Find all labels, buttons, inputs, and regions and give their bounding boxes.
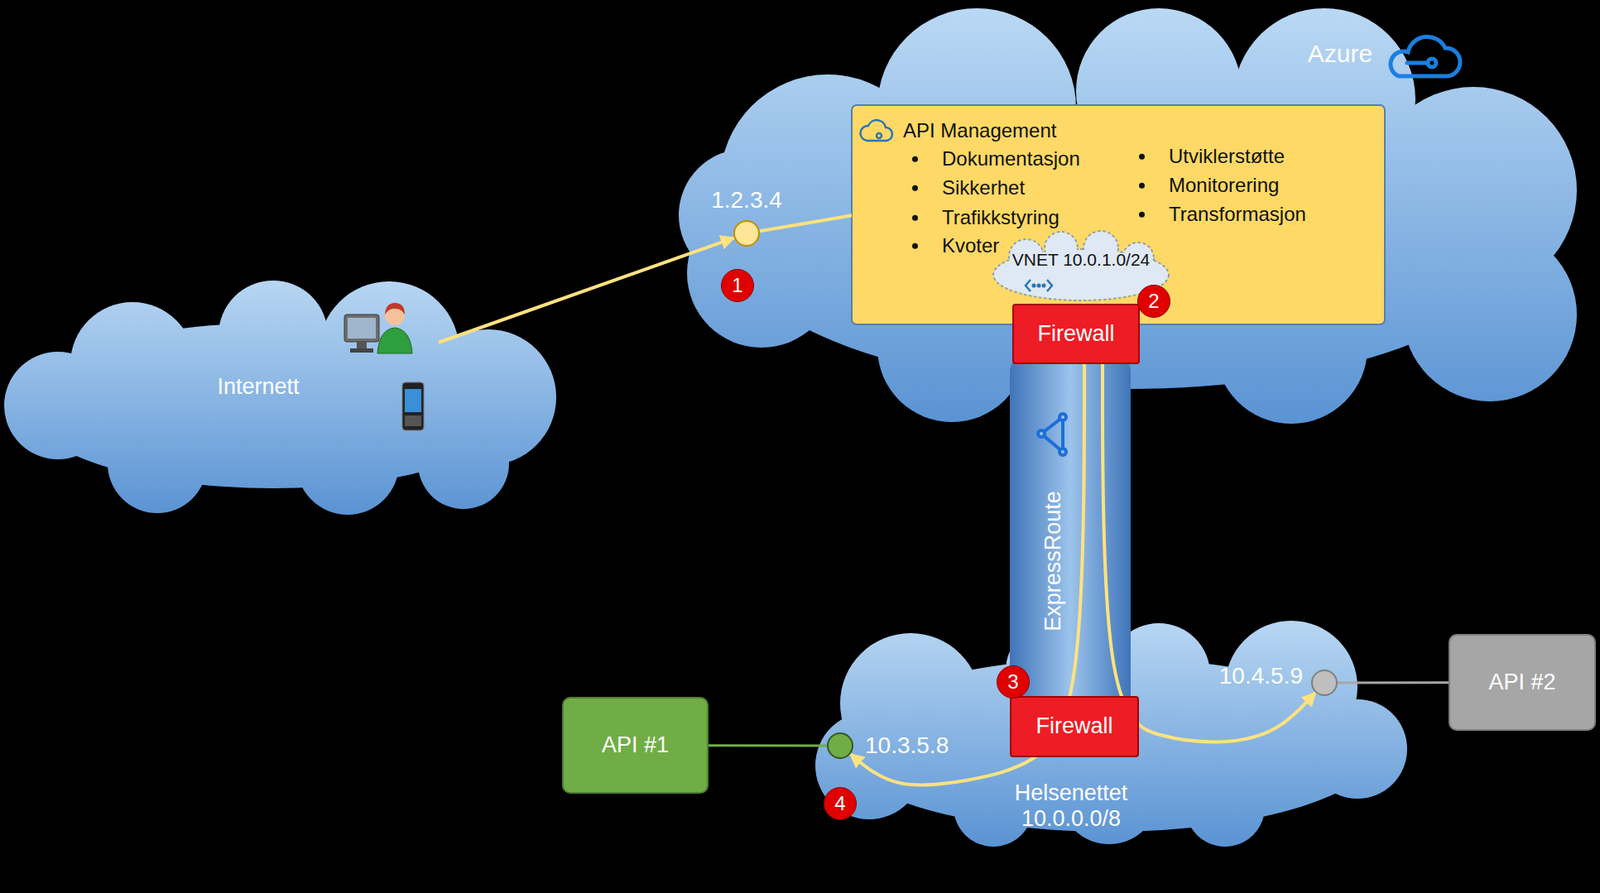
feature-item: Kvoter [941,234,1000,258]
bullet-dot [1138,211,1145,218]
bullet-dot [912,243,918,250]
bullet-dot [912,185,918,192]
phone-body [402,382,424,431]
feature-item: Utviklerstøtte [1168,144,1285,169]
callout-marker: 2 [1137,284,1171,318]
azure-cloud-shape [678,8,1577,424]
node-text: 10.3.5.8 [864,732,949,760]
expressroute-band: ExpressRoute [1009,356,1131,715]
callout-marker: 3 [996,665,1030,699]
connector [759,215,852,231]
icon-stroke [1047,279,1053,292]
icon-node [1037,430,1045,438]
feature-item: Monitorering [1168,173,1279,197]
feature-item: Trafikkstyring [941,206,1060,230]
connector [1337,681,1449,684]
api-management-panel [851,105,1385,325]
monitor [344,314,380,342]
node-text: 10.4.5.9 [1219,663,1303,690]
callout-number: 4 [834,792,846,816]
connector [1102,301,1316,742]
stand-base [350,348,374,353]
endpoint-circle: 10.4.5.9 [1311,669,1338,697]
node-text: Firewall [1035,713,1113,740]
person-hair [384,302,405,315]
cloud-part [1403,227,1577,402]
expressroute-icon [1037,413,1067,456]
person-body [377,327,413,354]
bullet-dot [1138,182,1145,189]
internet-cloud-shape [4,280,557,515]
cloud-part [318,281,460,423]
node-text: API Management [903,119,1057,143]
callout-marker: 4 [823,787,857,821]
icon-stroke [860,120,893,141]
node-text: Helsenettet 10.0.0.0/8 [1000,780,1142,832]
phone-keys [404,415,422,427]
icon-dot [1042,284,1046,288]
stand [356,341,367,350]
icon-stroke [876,133,882,139]
icon-node [1059,448,1067,456]
azure-icon [1390,36,1461,77]
callout-number: 1 [731,273,743,298]
feature-item: Dokumentasjon [941,147,1081,171]
node-text: VNET 10.0.1.0/24 [1012,249,1151,270]
node-text: Azure [1307,39,1373,69]
icon-stroke [1427,58,1437,68]
icon-stroke [1025,279,1031,292]
cloud-part [70,302,195,427]
icon-stroke [1390,36,1461,77]
cloud-part [296,412,399,515]
cloud-part [418,418,510,510]
cloud-part [1185,767,1265,847]
node-text: ExpressRoute [1040,490,1067,632]
phone-screen [404,389,422,413]
api-management-box: API ManagementDokumentasjonSikkerhetTraf… [851,105,1385,325]
callout-number: 2 [1148,289,1159,313]
cloud-part [1307,699,1408,799]
bullet-dot [912,156,918,163]
internet-cloud: Internett [182,297,439,439]
vnet-icon [1025,279,1053,292]
node-text: Firewall [1037,321,1115,347]
api-box: API #1 [562,696,709,794]
phone-icon [402,382,424,431]
firewall-box: Firewall [1012,303,1140,365]
callout-marker: 1 [720,269,755,303]
endpoint-circle: 1.2.3.4 [733,220,760,247]
api-box: API #2 [1448,634,1596,731]
bullet-dot [1138,153,1145,160]
icon-node [1059,413,1067,421]
feature-item: Sikkerhet [941,176,1025,200]
node-text: 1.2.3.4 [711,187,783,214]
cloud-part [107,413,207,514]
cloud-part [815,711,923,820]
node-text: API #2 [1488,669,1556,696]
endpoint-circle: 10.3.5.8 [826,732,854,760]
firewall-box: Firewall [1009,696,1139,758]
user-computer-icon [344,302,413,354]
node-text: Internett [216,374,299,400]
api-management-icon [860,120,893,141]
cloud-part [218,280,328,390]
node-text: API #1 [601,732,669,759]
bullet-dot [912,215,918,222]
icon-stroke [1407,61,1428,66]
screen [347,317,376,339]
icon-dot [1033,284,1036,288]
connector [708,744,827,747]
icon-dot [1037,284,1041,288]
network-cloud: Helsenettet 10.0.0.0/8 Firewall 10.3.5.8 10… [816,622,1408,847]
feature-item: Transformasjon [1168,202,1307,226]
connector [438,237,735,342]
callout-number: 3 [1007,670,1019,694]
azure-cloud: Azure 1.2.3.4 API ManagementDokumentasjonS… [683,9,1577,424]
